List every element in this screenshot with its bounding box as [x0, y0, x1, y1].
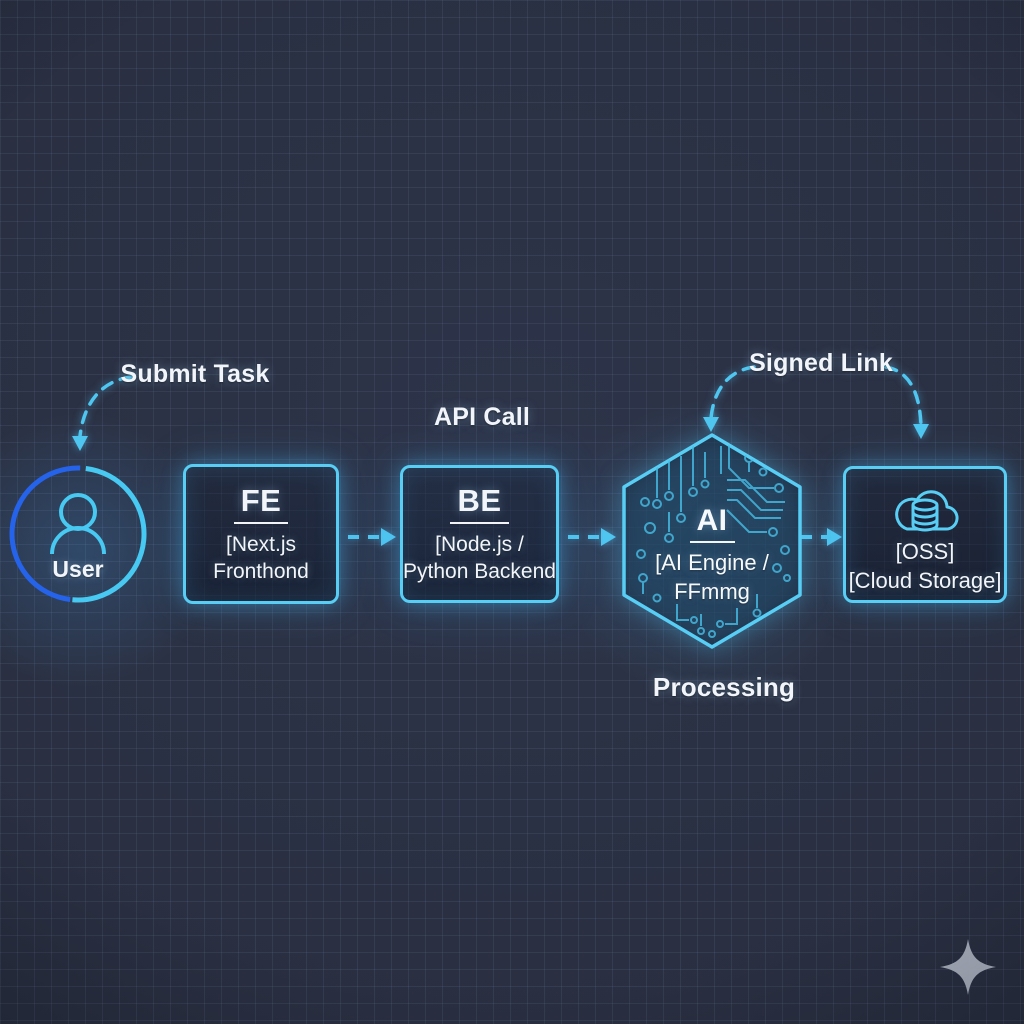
diagram-canvas: Submit Task API Call Signed Link Process… [0, 0, 1024, 1024]
vignette-overlay [0, 0, 1024, 1024]
